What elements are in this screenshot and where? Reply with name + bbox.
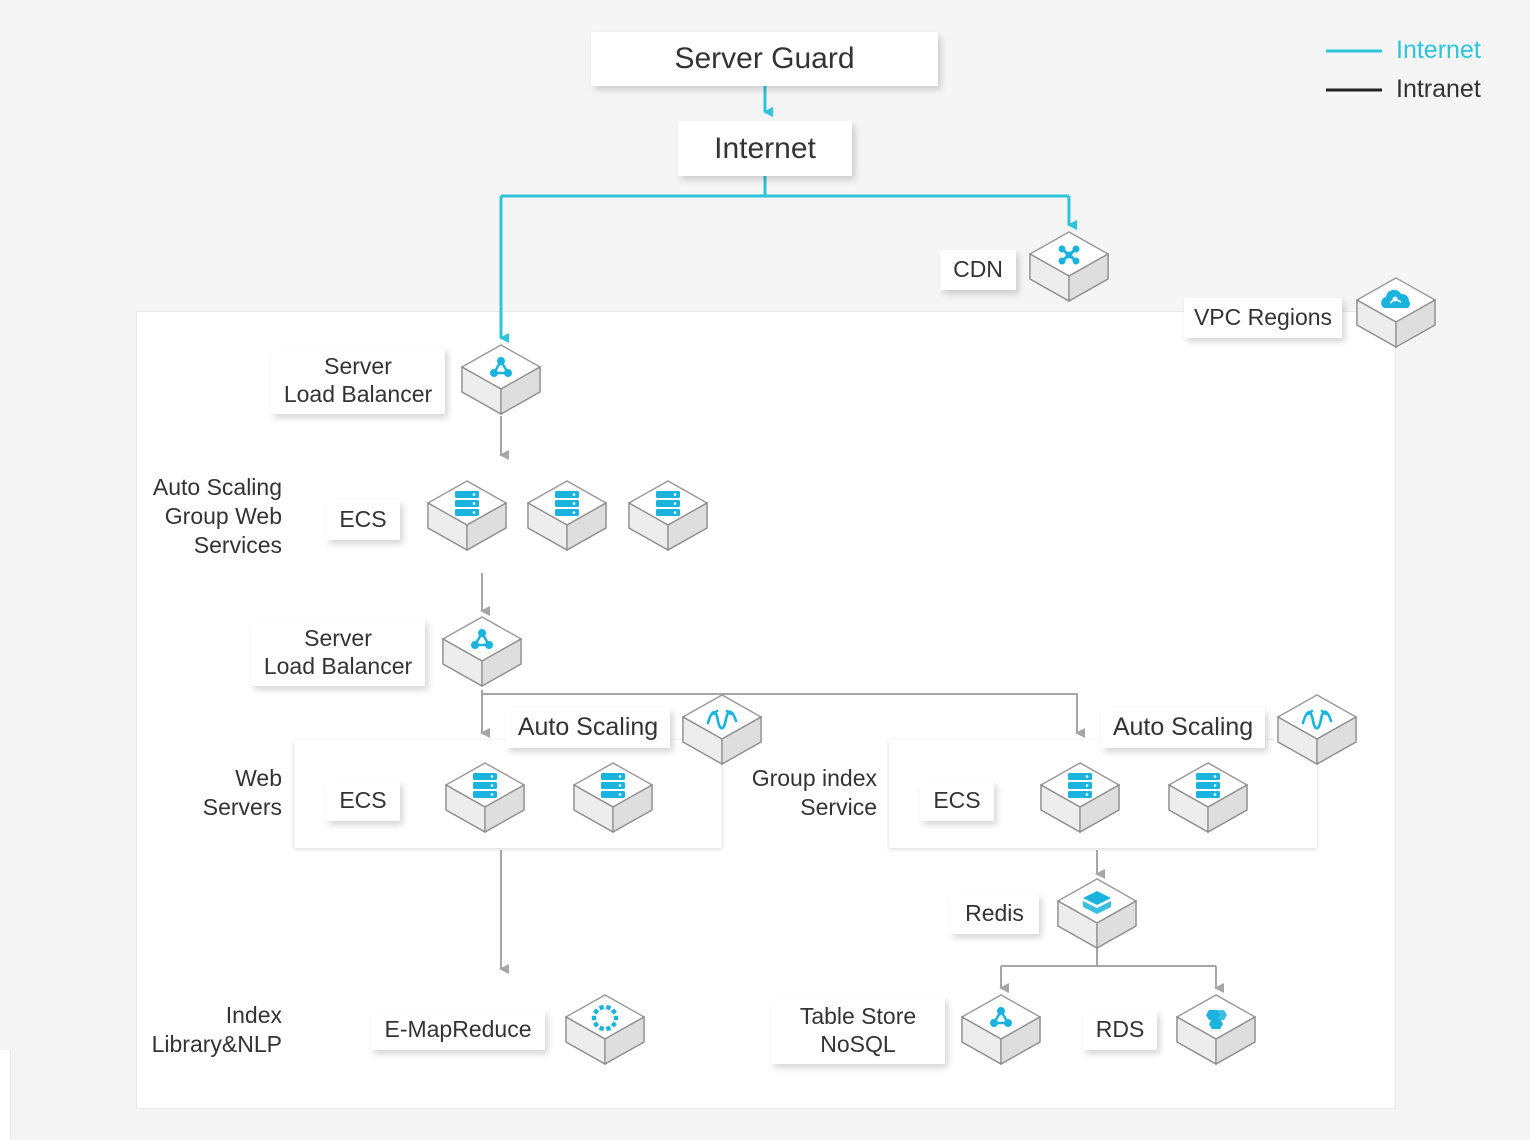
server-icon[interactable] <box>1166 760 1250 834</box>
slb-mid-label[interactable]: Server Load Balancer <box>251 619 425 686</box>
server-icon[interactable] <box>626 478 710 552</box>
ecs-label-index[interactable]: ECS <box>920 781 994 821</box>
slb-top-label[interactable]: Server Load Balancer <box>271 347 445 414</box>
cloud-icon[interactable] <box>1354 275 1438 349</box>
legend-internet-label: Internet <box>1396 36 1481 64</box>
edge-panel-fragment <box>0 1050 11 1140</box>
cdn-label[interactable]: CDN <box>940 250 1016 290</box>
redis-icon[interactable] <box>1055 876 1139 950</box>
edge-redis-split <box>1001 946 1216 967</box>
ecs-label-group[interactable]: ECS <box>326 500 400 540</box>
web-servers-side-label: Web Servers <box>202 765 282 820</box>
server-icon[interactable] <box>571 760 655 834</box>
server-icon[interactable] <box>425 478 509 552</box>
table-store-label[interactable]: Table Store NoSQL <box>771 997 945 1064</box>
server-icon[interactable] <box>1038 760 1122 834</box>
auto-scaling-icon[interactable] <box>1275 692 1359 766</box>
edge-slb-index <box>482 693 1085 738</box>
rds-label[interactable]: RDS <box>1083 1010 1157 1050</box>
internet-node[interactable]: Internet <box>678 121 852 176</box>
load-balancer-icon[interactable] <box>459 342 543 416</box>
auto-scaling-right-label[interactable]: Auto Scaling <box>1101 708 1265 748</box>
load-balancer-icon[interactable] <box>440 614 524 688</box>
server-icon[interactable] <box>525 478 609 552</box>
ecs-label-web[interactable]: ECS <box>326 781 400 821</box>
index-library-side-label: Index Library&NLP <box>151 1002 282 1057</box>
server-icon[interactable] <box>443 760 527 834</box>
rds-icon[interactable] <box>1174 992 1258 1066</box>
redis-label[interactable]: Redis <box>950 894 1039 934</box>
table-store-icon[interactable] <box>959 992 1043 1066</box>
cdn-icon[interactable] <box>1027 229 1111 303</box>
auto-scaling-icon[interactable] <box>680 692 764 766</box>
edge-internet-split <box>501 176 1069 198</box>
server-guard-node[interactable]: Server Guard <box>591 32 938 86</box>
auto-scaling-group-side-label: Auto Scaling Group Web Services <box>152 474 282 558</box>
legend-intranet-label: Intranet <box>1396 75 1481 103</box>
emapreduce-icon[interactable] <box>563 992 647 1066</box>
auto-scaling-left-label[interactable]: Auto Scaling <box>506 708 670 748</box>
emapreduce-label[interactable]: E-MapReduce <box>371 1010 545 1050</box>
vpc-regions-label[interactable]: VPC Regions <box>1184 298 1342 338</box>
group-index-side-label: Group index Service <box>751 765 877 820</box>
